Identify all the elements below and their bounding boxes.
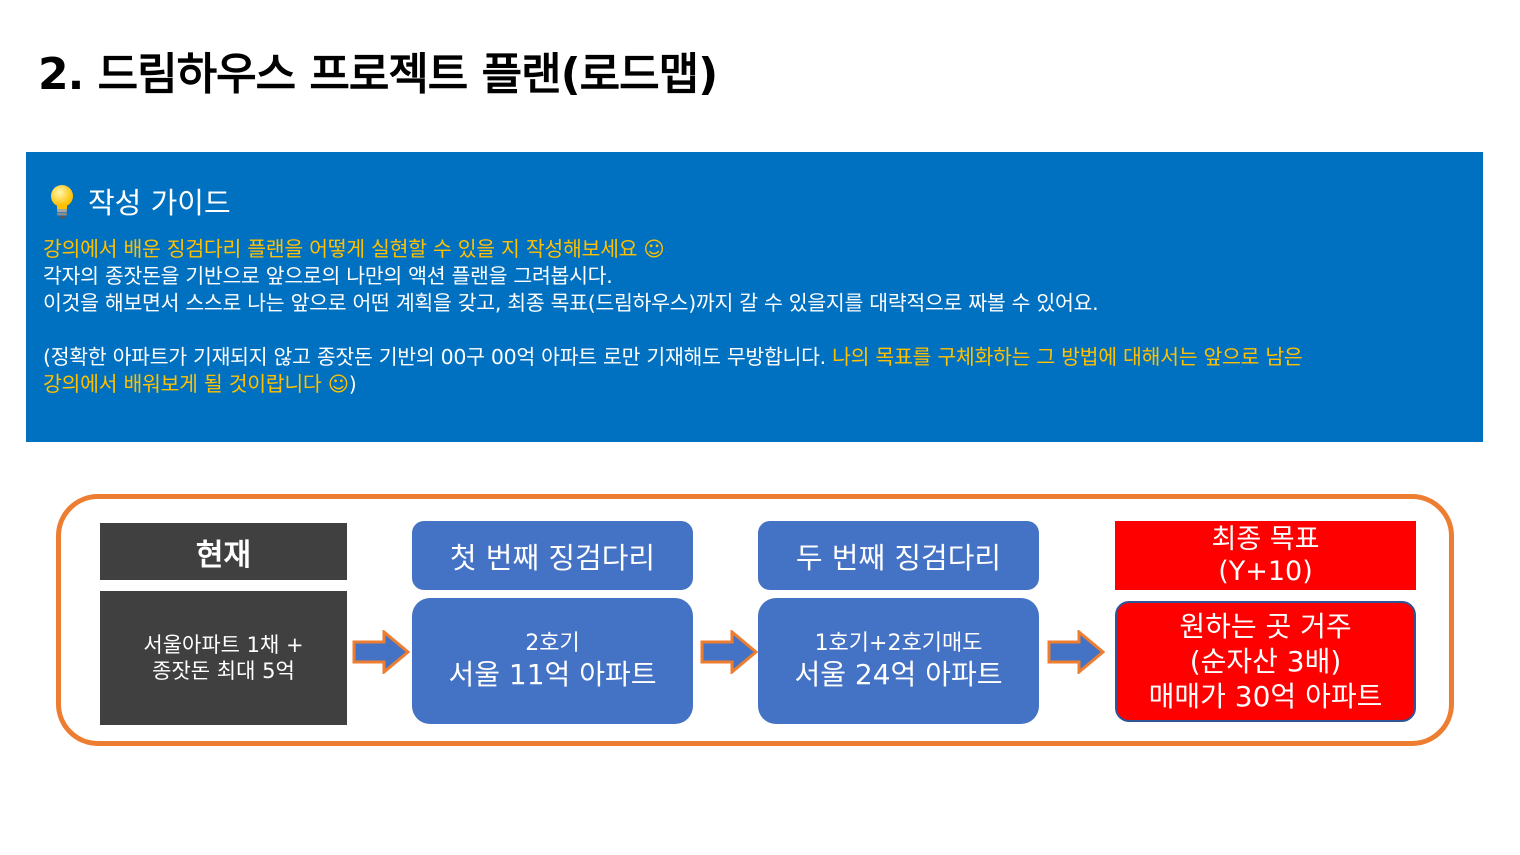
guide-header: 작성 가이드 — [48, 180, 231, 222]
goal-detail-line-1: 원하는 곳 거주 — [1179, 610, 1352, 643]
lightbulb-icon — [51, 185, 73, 219]
step2-label-box: 두 번째 징검다리 — [758, 521, 1039, 590]
step1-detail-line-2: 서울 11억 아파트 — [448, 658, 657, 691]
current-label-box: 현재 — [100, 523, 347, 580]
right-arrow-icon — [1047, 630, 1105, 674]
guide-line-4: (정확한 아파트가 기재되지 않고 종잣돈 기반의 00구 00억 아파트 로만… — [43, 344, 1468, 371]
current-detail-line-1: 서울아파트 1채 + — [143, 633, 304, 657]
guide-line-1: 강의에서 배운 징검다리 플랜을 어떻게 실현할 수 있을 지 작성해보세요 ☺ — [43, 237, 665, 261]
guide-line-5: 강의에서 배워보게 될 것이랍니다 ☺) — [43, 371, 1468, 398]
step2-label: 두 번째 징검다리 — [795, 540, 1002, 575]
current-detail-line-2: 종잣돈 최대 5억 — [152, 659, 295, 683]
step1-label: 첫 번째 징검다리 — [449, 540, 656, 575]
guide-line-5-close: ) — [348, 372, 357, 396]
guide-heading: 작성 가이드 — [88, 186, 231, 220]
goal-detail-line-2: (순자산 3배) — [1189, 645, 1342, 678]
page-title: 2. 드림하우스 프로젝트 플랜(로드맵) — [38, 49, 718, 100]
step2-detail-box: 1호기+2호기매도 서울 24억 아파트 — [758, 598, 1039, 724]
right-arrow-icon — [352, 630, 410, 674]
guide-line-4-highlight: 나의 목표를 구체화하는 그 방법에 대해서는 앞으로 남은 — [832, 345, 1303, 369]
goal-label-box: 최종 목표 (Y+10) — [1115, 521, 1416, 590]
goal-label-line-2: (Y+10) — [1218, 555, 1313, 587]
goal-detail-box: 원하는 곳 거주 (순자산 3배) 매매가 30억 아파트 — [1115, 601, 1416, 722]
current-detail-box: 서울아파트 1채 + 종잣돈 최대 5억 — [100, 591, 347, 725]
goal-detail-line-3: 매매가 30억 아파트 — [1148, 680, 1383, 713]
right-arrow-icon — [700, 630, 758, 674]
writing-guide-panel: 작성 가이드 강의에서 배운 징검다리 플랜을 어떻게 실현할 수 있을 지 작… — [26, 152, 1483, 442]
step2-detail-line-2: 서울 24억 아파트 — [794, 658, 1003, 691]
guide-line-3: 이것을 해보면서 스스로 나는 앞으로 어떤 계획을 갖고, 최종 목표(드림하… — [43, 291, 1099, 315]
guide-line-2: 각자의 종잣돈을 기반으로 앞으로의 나만의 액션 플랜을 그려봅시다. — [43, 264, 613, 288]
guide-line-4-note: (정확한 아파트가 기재되지 않고 종잣돈 기반의 00구 00억 아파트 로만… — [43, 345, 833, 369]
step2-detail-line-1: 1호기+2호기매도 — [814, 631, 983, 656]
current-label: 현재 — [195, 537, 252, 573]
step1-detail-line-1: 2호기 — [525, 631, 580, 656]
step1-detail-box: 2호기 서울 11억 아파트 — [412, 598, 693, 724]
guide-line-5-highlight: 강의에서 배워보게 될 것이랍니다 ☺ — [43, 372, 349, 396]
step1-label-box: 첫 번째 징검다리 — [412, 521, 693, 590]
guide-body: 강의에서 배운 징검다리 플랜을 어떻게 실현할 수 있을 지 작성해보세요 ☺… — [43, 236, 1468, 398]
goal-label-line-1: 최종 목표 — [1211, 523, 1320, 555]
